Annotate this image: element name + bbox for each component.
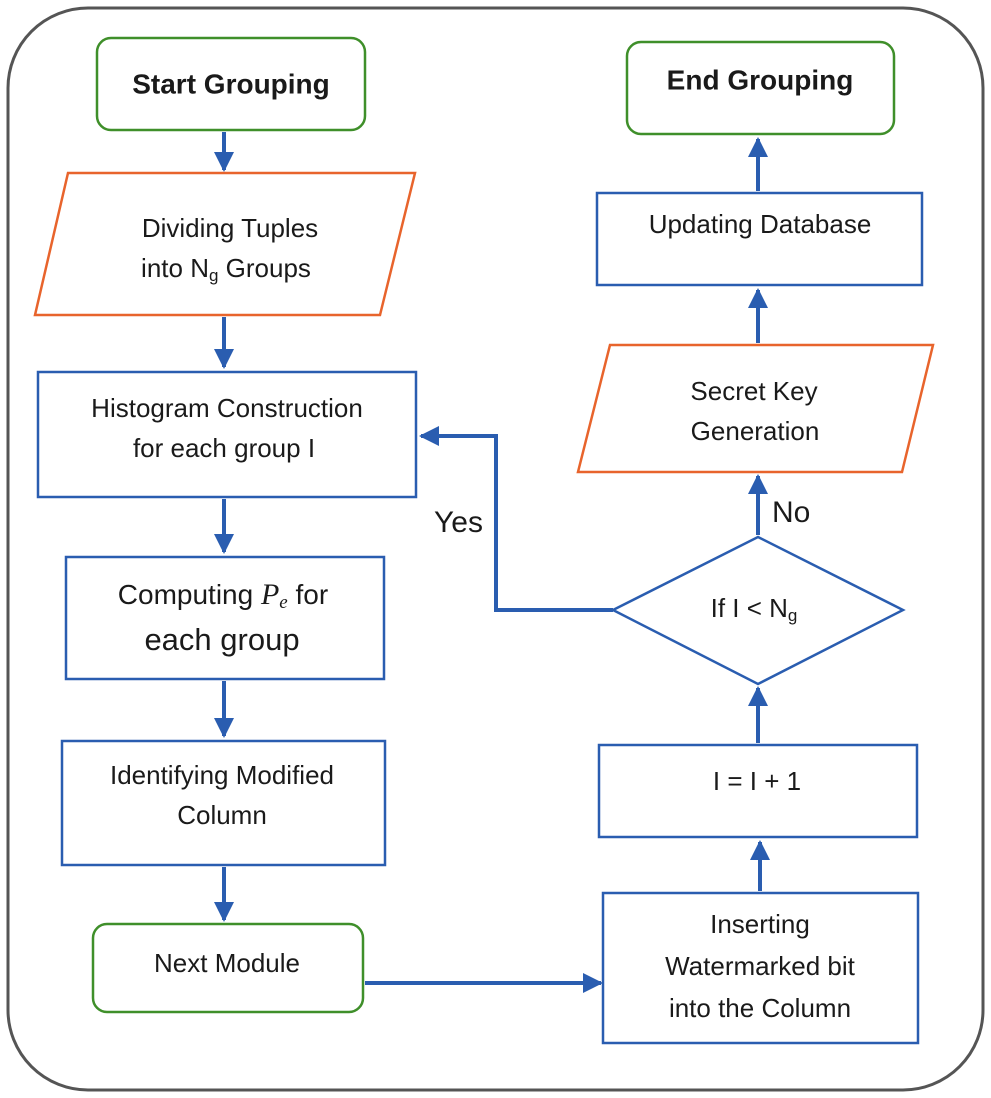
inserting-line2: Watermarked bit <box>665 951 856 981</box>
yes-label: Yes <box>434 506 483 539</box>
updating-database-label: Updating Database <box>649 209 872 239</box>
computing-pe-line1: Computing Pe for <box>118 578 328 613</box>
no-label: No <box>772 496 810 529</box>
inserting-line3: into the Column <box>669 993 851 1023</box>
increment-label: I = I + 1 <box>713 766 801 796</box>
next-module-label: Next Module <box>154 948 300 978</box>
dividing-tuples-line1: Dividing Tuples <box>142 213 318 243</box>
decision-node: If I < Ng <box>610 535 906 686</box>
secret-key-line2: Generation <box>691 416 820 446</box>
identifying-line1: Identifying Modified <box>110 760 334 790</box>
end-grouping-node: End Grouping <box>625 40 896 136</box>
secret-key-line1: Secret Key <box>690 376 817 406</box>
secret-key-node: Secret Key Generation <box>576 343 935 474</box>
arrow-decision-to-histogram-yes <box>419 426 613 612</box>
end-grouping-label: End Grouping <box>667 64 854 95</box>
increment-node: I = I + 1 <box>597 743 919 839</box>
inserting-watermark-node: Inserting Watermarked bit into the Colum… <box>601 891 920 1045</box>
histogram-line2: for each group I <box>133 433 315 463</box>
identifying-column-node: Identifying Modified Column <box>60 739 387 867</box>
dividing-tuples-node: Dividing Tuples into Ng Groups <box>33 171 417 317</box>
identifying-line2: Column <box>177 800 267 830</box>
dividing-tuples-line2: into Ng Groups <box>141 253 311 286</box>
histogram-construction-node: Histogram Construction for each group I <box>36 370 418 499</box>
start-grouping-node: Start Grouping <box>95 36 367 132</box>
inserting-line1: Inserting <box>710 909 810 939</box>
next-module-node: Next Module <box>91 922 365 1014</box>
decision-label: If I < Ng <box>711 593 798 626</box>
histogram-line1: Histogram Construction <box>91 393 363 423</box>
updating-database-node: Updating Database <box>595 191 924 287</box>
start-grouping-label: Start Grouping <box>132 68 330 99</box>
computing-pe-node: Computing Pe for each group <box>64 555 386 681</box>
computing-pe-line2: each group <box>144 622 299 657</box>
